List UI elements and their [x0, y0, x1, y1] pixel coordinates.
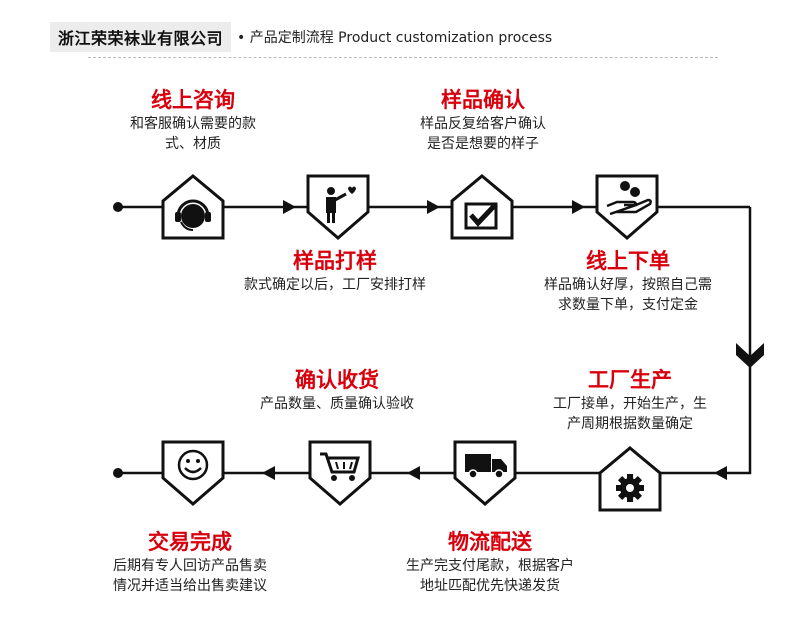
chevron-down-icon: [736, 343, 764, 368]
arrow-left: [714, 466, 727, 480]
divider: [88, 57, 718, 58]
arrow-left: [407, 466, 420, 480]
step-deal-complete: 交易完成 后期有专人回访产品售卖 情况并适当给出售卖建议: [80, 528, 300, 596]
page-subtitle: • 产品定制流程 Product customization process: [237, 30, 553, 46]
truck-icon: [453, 440, 517, 506]
arrow-left: [262, 466, 275, 480]
step-desc-line: 款式确定以后，工厂安排打样: [244, 277, 426, 293]
step-title: 确认收货: [295, 368, 379, 392]
smiley-icon: [161, 440, 225, 506]
header: 浙江荣荣袜业有限公司 • 产品定制流程 Product customizatio…: [50, 22, 552, 52]
arrow-right: [427, 200, 440, 214]
checkbox-icon: [450, 174, 514, 240]
step-title: 交易完成: [148, 530, 232, 554]
step-factory-production: 工厂生产 工厂接单，开始生产，生 产周期根据数量确定: [530, 366, 730, 434]
step-desc-line: 样品反复给客户确认: [420, 116, 546, 132]
step-desc-line: 情况并适当给出售卖建议: [113, 578, 267, 594]
hand-coins-icon: [595, 174, 659, 240]
step-desc-line: 生产完支付尾款，根据客户: [406, 558, 574, 574]
step-title: 线上下单: [586, 249, 670, 273]
step-desc-line: 样品确认好厚，按照自己需: [544, 277, 712, 293]
step-title: 物流配送: [448, 530, 532, 554]
step-sample-confirm: 样品确认 样品反复给客户确认 是否是想要的样子: [383, 86, 583, 154]
step-desc-line: 产周期根据数量确定: [567, 416, 693, 432]
step-confirm-receipt: 确认收货 产品数量、质量确认验收: [227, 366, 447, 414]
step-online-consult: 线上咨询 和客服确认需要的款 式、材质: [93, 86, 293, 154]
company-name: 浙江荣荣袜业有限公司: [50, 22, 232, 52]
step-title: 样品确认: [441, 88, 525, 112]
person-presentation-icon: [306, 174, 370, 240]
step-desc-line: 是否是想要的样子: [427, 136, 539, 152]
step-desc-line: 产品数量、质量确认验收: [260, 396, 414, 412]
step-title: 样品打样: [293, 249, 377, 273]
end-dot: [113, 468, 123, 478]
start-dot: [113, 202, 123, 212]
cart-icon: [308, 440, 372, 506]
step-title: 工厂生产: [588, 368, 672, 392]
arrow-right: [283, 200, 296, 214]
gear-icon: [598, 446, 662, 512]
step-title: 线上咨询: [151, 88, 235, 112]
step-sample-making: 样品打样 款式确定以后，工厂安排打样: [220, 247, 450, 295]
step-desc-line: 后期有专人回访产品售卖: [113, 558, 267, 574]
step-desc-line: 工厂接单，开始生产，生: [553, 396, 707, 412]
step-desc-line: 式、材质: [165, 136, 221, 152]
headset-icon: [161, 174, 225, 240]
step-desc-line: 求数量下单，支付定金: [558, 297, 698, 313]
step-logistics: 物流配送 生产完支付尾款，根据客户 地址匹配优先快递发货: [380, 528, 600, 596]
step-desc-line: 地址匹配优先快递发货: [420, 578, 560, 594]
step-place-order: 线上下单 样品确认好厚，按照自己需 求数量下单，支付定金: [515, 247, 741, 315]
arrow-right: [572, 200, 585, 214]
step-desc-line: 和客服确认需要的款: [130, 116, 256, 132]
